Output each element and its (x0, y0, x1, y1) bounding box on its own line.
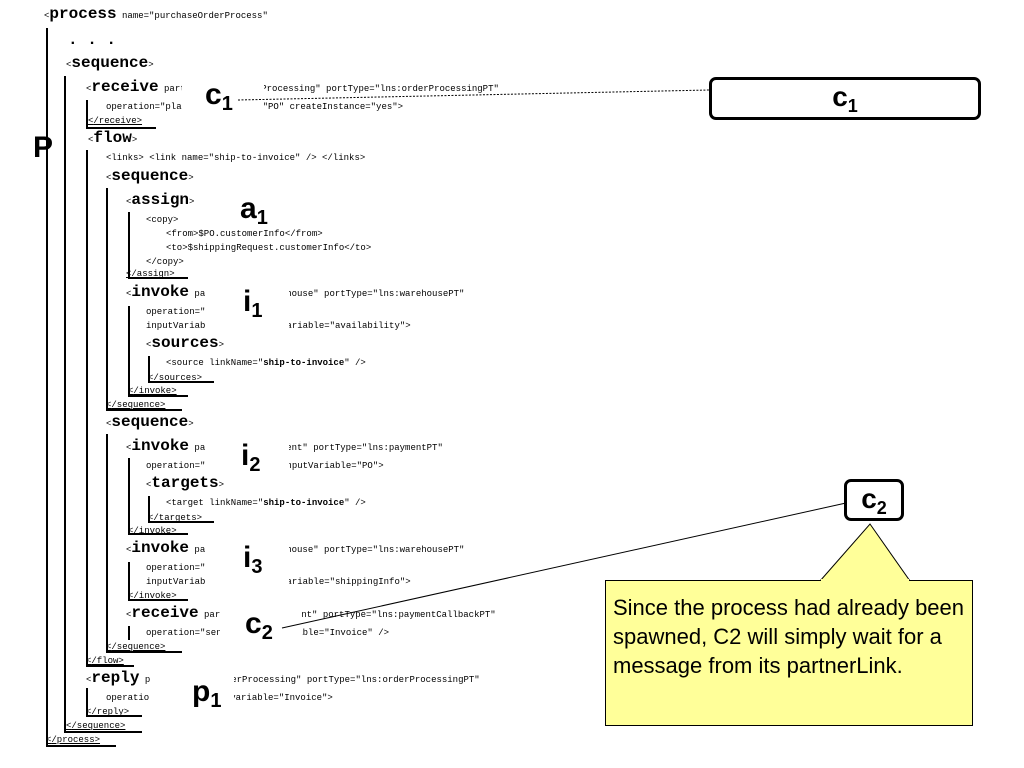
label-c1: c1 (205, 78, 233, 115)
sequence2-close-line: </sequence> (106, 642, 166, 652)
receive1-close-line: </receive> (88, 116, 143, 126)
process-open-line: <process name="purchaseOrderProcess" (44, 5, 268, 23)
label-i3: i3 (243, 541, 263, 578)
assign-open-line: <assign> (126, 191, 195, 209)
sequence2-open-line: <sequence> (106, 413, 194, 431)
process-name-attr: name="purchaseOrderProcess" (116, 11, 268, 21)
targets-open-line: <targets> (146, 474, 225, 492)
targets-close-line: </targets> (148, 513, 203, 523)
sources-close-line: </sources> (148, 373, 203, 383)
source-line: <source linkName="ship-to-invoice" /> (166, 358, 366, 368)
to-line: <to>$shippingRequest.customerInfo</to> (166, 243, 372, 253)
sequence1-close-line: </sequence> (106, 400, 166, 410)
sequence-close-line: </sequence> (66, 721, 126, 731)
invoke3-attr-line: operation="shipOrder" (146, 563, 260, 573)
process-close-line: </process> (46, 735, 101, 745)
invoke1-close-line: </invoke> (128, 386, 177, 396)
links-line: <links> <link name="ship-to-invoice" /> … (106, 153, 366, 163)
sequence1-open-line: <sequence> (106, 167, 194, 185)
label-c2: c2 (245, 607, 273, 644)
sources-open-line: <sources> (146, 334, 225, 352)
from-line: <from>$PO.customerInfo</from> (166, 229, 323, 239)
flow-close-line: </flow> (86, 656, 124, 666)
invoke3-close-line: </invoke> (128, 591, 177, 601)
callout-pointer-join (821, 579, 909, 582)
process-tag: process (49, 5, 117, 23)
copy-close-line: </copy> (146, 257, 184, 267)
label-i2: i2 (241, 439, 261, 476)
invoke2-close-line: </invoke> (128, 526, 177, 536)
assign-close-line: </assign> (126, 269, 175, 279)
label-p1: p1 (192, 675, 222, 712)
label-i1: i1 (243, 285, 263, 322)
target-line: <target linkName="ship-to-invoice" /> (166, 498, 366, 508)
label-a1: a1 (240, 192, 268, 229)
box-c2: c2 (844, 479, 904, 521)
invoke1-attr-line2: inputVariable="PO" outputVariable="avail… (146, 321, 411, 331)
label-p: P (33, 131, 54, 164)
box-c1: c1 (709, 77, 981, 120)
invoke3-attr-line2: inputVariable="PO" outputVariable="shipp… (146, 577, 411, 587)
flow-open-line: <flow> (88, 129, 138, 147)
sequence-open-line: <sequence> (66, 54, 154, 72)
copy-open-line: <copy> (146, 215, 179, 225)
receive2-attr-line: operation="sendInvoice" variable="Invoic… (146, 628, 390, 638)
ellipsis: . . . (68, 31, 117, 49)
reply-close-line: </reply> (86, 707, 130, 717)
callout-note: Since the process had already been spawn… (605, 580, 973, 726)
